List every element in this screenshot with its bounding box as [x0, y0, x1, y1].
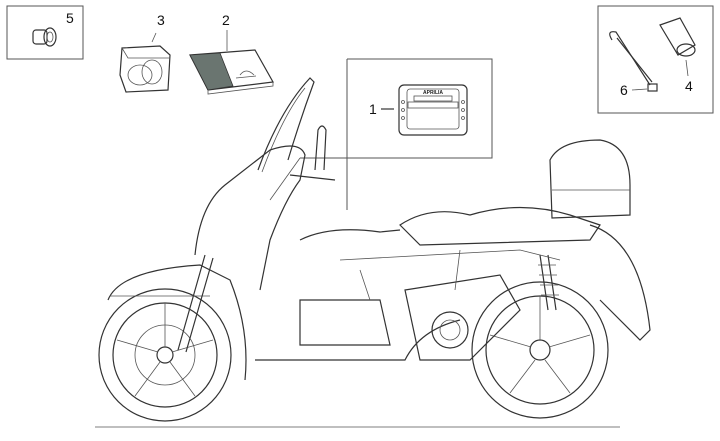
part-3-pouch[interactable]: 3: [119, 12, 171, 93]
front-wheel: [98, 288, 232, 422]
rear-wheel: [471, 281, 609, 419]
part-2-manual[interactable]: 2: [189, 12, 274, 95]
scooter-illustration: [95, 77, 651, 428]
id-plate: APRILIA: [398, 84, 468, 136]
wrench-icon: [609, 31, 658, 92]
part-4-6-box[interactable]: 4 6: [597, 5, 714, 114]
callout-1: 1: [369, 101, 377, 117]
plate-brand: APRILIA: [423, 90, 443, 96]
callout-3: 3: [157, 12, 165, 28]
part-5-box[interactable]: 5: [6, 5, 84, 60]
part-1-box[interactable]: APRILIA 1: [269, 58, 493, 210]
callout-5: 5: [66, 10, 74, 26]
plug-cap-icon: [32, 27, 57, 47]
callout-2: 2: [222, 12, 230, 28]
tool-bag-icon: [659, 17, 696, 57]
callout-6: 6: [620, 82, 628, 98]
callout-4: 4: [685, 78, 693, 94]
